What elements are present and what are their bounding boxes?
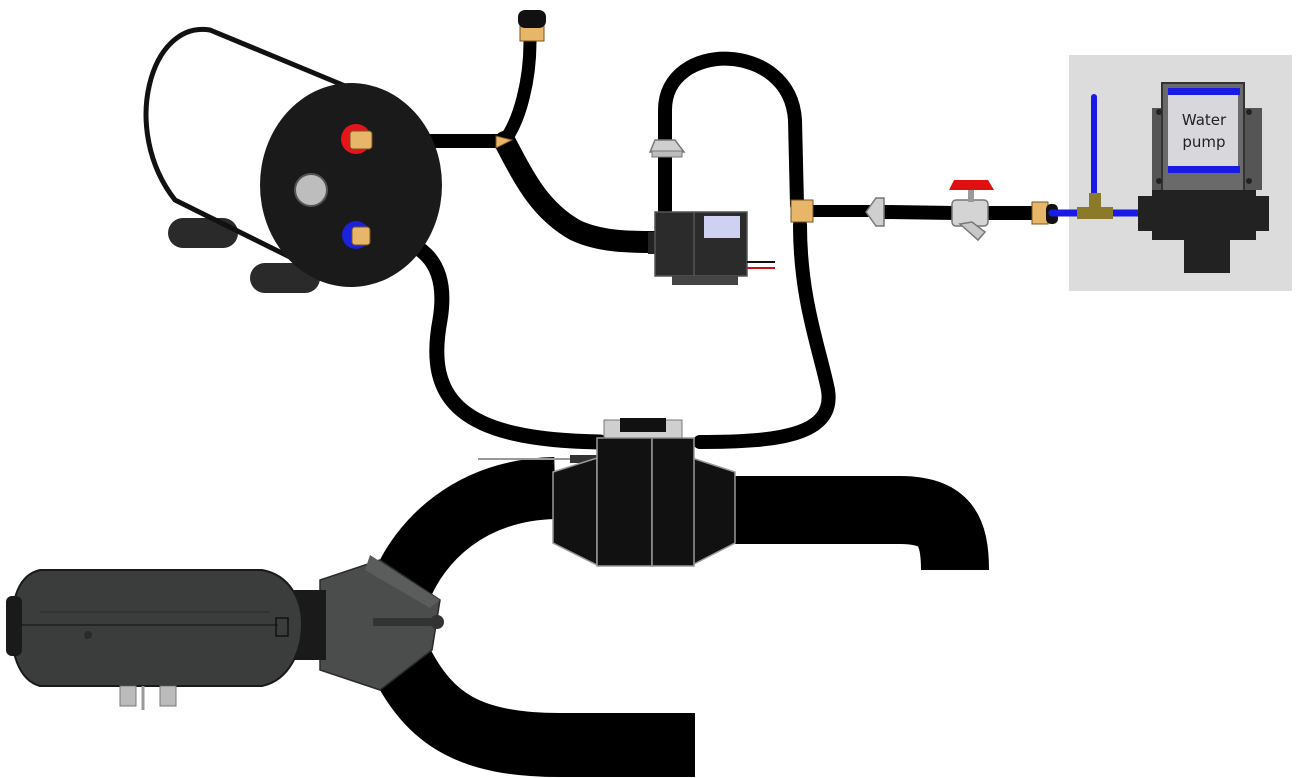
water-tank: [143, 26, 442, 293]
duct-lower: [371, 645, 695, 777]
tank-leg-back: [168, 218, 238, 248]
exchanger-top-pipe: [620, 418, 666, 432]
pump-stripe-bottom: [1168, 166, 1240, 173]
plastic-tee: [1077, 193, 1113, 219]
pump-screw-4: [1246, 178, 1252, 184]
heater-body: [10, 569, 304, 687]
valve-stem: [968, 190, 974, 202]
heater-latch: [275, 617, 289, 637]
valve-handle: [949, 180, 994, 190]
heat-exchanger: [478, 418, 736, 567]
heater-connector-1: [119, 685, 137, 707]
duct-right: [695, 476, 989, 571]
cold-port-fitting: [351, 226, 371, 246]
splitter-upper-lip: [365, 555, 440, 608]
pump-screw-3: [1156, 178, 1162, 184]
solenoid-coil-window: [704, 216, 740, 238]
y-fitting: [495, 135, 514, 149]
exchanger-right-flange: [691, 456, 736, 567]
solenoid-base: [672, 276, 738, 285]
hose-solenoid-loop: [658, 51, 804, 217]
tee-cross: [1077, 207, 1113, 219]
valve-lower: [958, 221, 987, 242]
coupler-loop-base: [651, 150, 683, 158]
splitter-knob: [430, 615, 444, 629]
heater-inlet-cap: [6, 596, 22, 656]
pump-label-panel: [1168, 92, 1238, 172]
air-ducts: [371, 457, 989, 777]
duct-upper-left: [371, 457, 557, 603]
pump-side-port-right: [1255, 196, 1269, 231]
solenoid-inlet: [648, 232, 658, 254]
solenoid-valve: [648, 211, 775, 285]
tank-end-cap: [260, 83, 442, 287]
pump-screw-1: [1156, 109, 1162, 115]
y-splitter: [319, 555, 444, 691]
exchanger-core-left: [596, 437, 653, 567]
heater-connector-2: [159, 685, 177, 707]
pump-side-port: [1138, 196, 1154, 231]
pump-screw-2: [1246, 109, 1252, 115]
splitter-lever: [373, 618, 433, 626]
pump-inlet-fitting: [1031, 201, 1049, 225]
hot-port-fitting: [349, 130, 373, 150]
tank-gauge: [294, 173, 328, 207]
hose-to-exchanger-right: [693, 218, 836, 449]
diesel-heater: [6, 569, 326, 710]
tee-stem: [1089, 193, 1101, 209]
vent-cap-top: [518, 10, 546, 28]
pump-stripe-top: [1168, 88, 1240, 95]
hose-to-solenoid: [494, 131, 666, 253]
vent-cap: [518, 10, 546, 42]
hose-vent: [498, 35, 537, 147]
coupler-loop: [648, 139, 686, 153]
heater-bolt: [84, 631, 92, 639]
ball-valve: [949, 180, 994, 242]
water-pump: Water pump: [1138, 82, 1269, 273]
exchanger-rod-bolt: [570, 455, 600, 463]
pump-motor: [1184, 238, 1230, 273]
pump-label-line2: pump: [1182, 133, 1225, 151]
pump-label-line1: Water: [1182, 111, 1227, 129]
hose-pump-line-2: [878, 205, 962, 220]
exchanger-left-flange: [552, 456, 598, 567]
brass-tee: [790, 199, 814, 223]
pump-body: [1152, 190, 1256, 240]
tank-shell: [143, 26, 351, 265]
coupler-line: [865, 197, 885, 227]
exchanger-core-right: [651, 437, 695, 567]
